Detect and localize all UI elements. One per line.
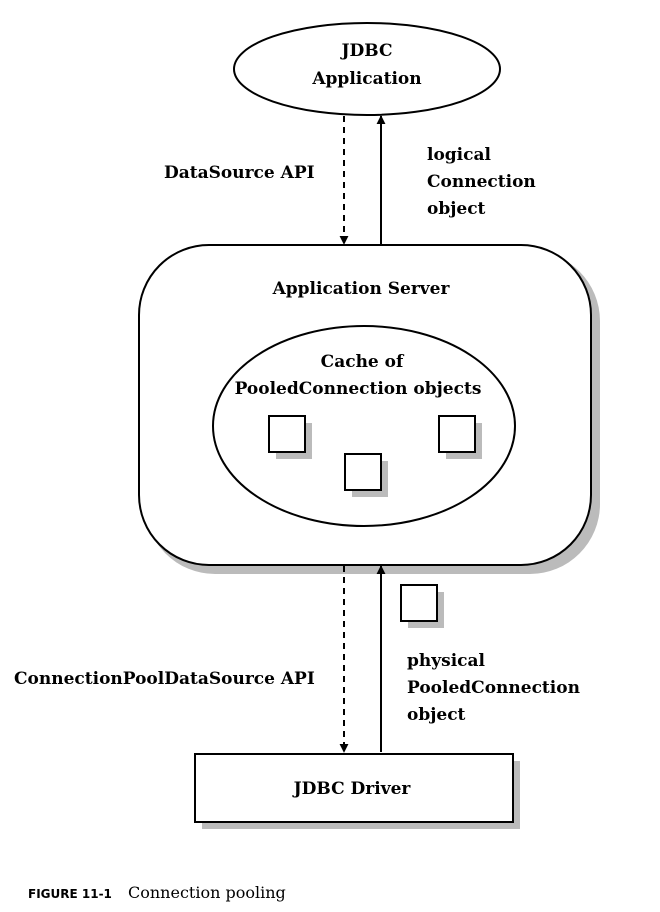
figure-title: Connection pooling [128, 883, 286, 902]
application-server-label: Application Server [272, 279, 451, 299]
pooled-connection-square-1 [268, 415, 312, 459]
jdbc-driver-label: JDBC Driver [292, 779, 412, 799]
physical-connection-label-line3: object [407, 705, 466, 725]
logical-connection-label-line3: object [427, 199, 486, 219]
physical-connection-label-line1: physical [407, 651, 486, 671]
figure-caption: FIGURE 11-1 Connection pooling [28, 883, 286, 902]
jdbc-application-node: JDBC Application [233, 22, 501, 116]
cache-label-line1: Cache of [321, 352, 405, 372]
figure-number: FIGURE 11-1 [28, 887, 112, 901]
pooled-connection-square-2 [438, 415, 482, 459]
connectionpool-api-label: ConnectionPoolDataSource API [14, 669, 315, 689]
cache-label-line2: PooledConnection objects [235, 379, 482, 399]
physical-pooled-connection-square [400, 584, 444, 628]
pooled-connection-square-3 [344, 453, 388, 497]
logical-connection-label-line1: logical [427, 145, 492, 165]
jdbc-application-label-line2: Application [311, 69, 421, 89]
jdbc-application-label-line1: JDBC [340, 41, 393, 61]
logical-connection-label-line2: Connection [427, 172, 536, 192]
cache-node: Cache of PooledConnection objects [212, 325, 516, 527]
datasource-api-label: DataSource API [164, 163, 315, 183]
physical-connection-label-line2: PooledConnection [407, 678, 580, 698]
jdbc-driver-node: JDBC Driver [194, 753, 520, 829]
